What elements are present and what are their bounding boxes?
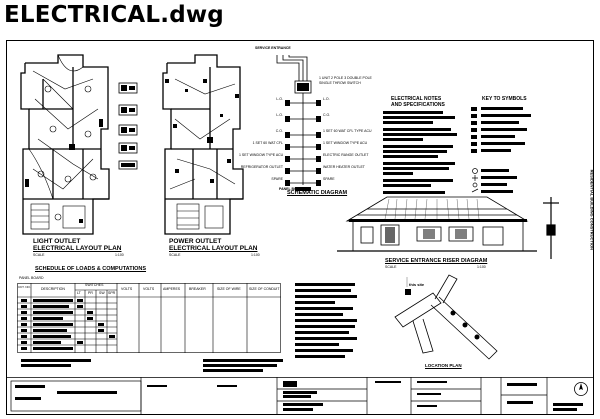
- schematic-left-label: SPARE: [271, 177, 283, 181]
- light-outlet-plan: [20, 54, 110, 235]
- schedule-table: CKT. NO. DESCRIPTION SWITCHES LT PR SW S…: [17, 283, 281, 353]
- plan-legend-boxes: [118, 82, 138, 170]
- schedule-header-volts-2: VOLTS: [143, 287, 155, 291]
- schematic-left-label: 1 SET WINDOW TYPE ACU: [239, 153, 284, 157]
- drawing-sheet: LIGHT OUTLET ELECTRICAL LAYOUT PLAN SCAL…: [6, 40, 594, 415]
- page-title: ELECTRICAL.dwg: [4, 2, 224, 28]
- schedule-sub-pr: PR: [88, 291, 93, 295]
- schedule-header-volts: VOLTS: [121, 287, 133, 291]
- location-site-label: this site: [409, 282, 425, 287]
- service-entrance-label: SERVICE ENTRANCE: [255, 46, 291, 50]
- schematic-top-label-1: 1 UNIT 2 POLE 3 DOUBLE POLE: [319, 76, 372, 80]
- power-plan-title-2: ELECTRICAL LAYOUT PLAN: [169, 245, 258, 252]
- light-plan-title-1: LIGHT OUTLET: [33, 238, 81, 245]
- sheet-side-label: RESIDENTIAL BUILDING CONSTRUCTION: [589, 169, 594, 250]
- location-plan: [394, 274, 498, 360]
- schematic-right-label: ELECTRIC RANGE OUTLET: [323, 153, 369, 157]
- title-block: [7, 377, 593, 414]
- schedule-header-conduit: SIZE OF CONDUIT: [249, 287, 280, 291]
- schedule-title: SCHEDULE OF LOADS & COMPUTATIONS: [35, 266, 147, 272]
- schematic-left-label: C.O.: [275, 129, 283, 133]
- riser-scale-value: 1:100: [477, 265, 486, 269]
- notes-title-1: ELECTRICAL NOTES: [391, 96, 442, 102]
- power-outlet-plan: [162, 54, 244, 235]
- power-plan-scale-value: 1:100: [251, 253, 260, 257]
- schedule-computations: [21, 359, 283, 372]
- light-plan-scale-value: 1:100: [115, 253, 124, 257]
- key-to-symbols: [471, 107, 531, 193]
- schedule-header-amperes: AMPERES: [163, 287, 181, 291]
- light-plan-title-2: ELECTRICAL LAYOUT PLAN: [33, 245, 122, 252]
- schematic-top-label-2: SINGLE THROW SWITCH: [319, 81, 361, 85]
- schematic-right-label: C.O.: [323, 113, 331, 117]
- power-plan-scale-label: SCALE: [169, 253, 181, 257]
- schematic-right-label: SPARE: [323, 177, 335, 181]
- schedule-sub-sw: SW: [99, 291, 105, 295]
- schedule-header-description: DESCRIPTION: [41, 287, 65, 291]
- schematic-diagram: [276, 55, 321, 191]
- schematic-left-label: REFRIGERATOR OUTLET: [240, 165, 283, 169]
- schematic-left-label: L.O.: [276, 113, 283, 117]
- schematic-right-label: 1 SET 60 WAT CFL TYPE ACU: [323, 129, 372, 133]
- schedule-header-breaker: BREAKER: [189, 287, 206, 291]
- panel-board-label: PANEL BOARD: [279, 187, 305, 191]
- schematic-right-label: 1 SET WINDOW TYPE ACU: [323, 141, 368, 145]
- schedule-sub-lt: LT: [77, 291, 81, 295]
- power-plan-title-1: POWER OUTLET: [169, 238, 222, 245]
- building-elevation: [337, 196, 537, 252]
- symbols-title: KEY TO SYMBOLS: [482, 96, 527, 102]
- electrical-notes-text: [383, 111, 457, 194]
- compass-icon: [574, 382, 588, 396]
- schematic-left-label: 1 SET 60 WAT CFL: [252, 141, 283, 145]
- notes-title-2: AND SPECIFICATIONS: [391, 102, 445, 108]
- schematic-right-label: WATER HEATER OUTLET: [323, 165, 365, 169]
- schedule-header-ckt: CKT. NO.: [18, 285, 31, 289]
- schematic-title: SCHEMATIC DIAGRAM: [287, 190, 348, 196]
- riser-title: SERVICE ENTRANCE RISER DIAGRAM: [385, 258, 488, 264]
- load-notes: [295, 283, 357, 358]
- schematic-right-label: L.O.: [323, 97, 330, 101]
- schedule-header-wire: SIZE OF WIRE: [217, 287, 241, 291]
- schedule-header-switches: SWITCHES: [85, 283, 104, 287]
- light-plan-scale-label: SCALE: [33, 253, 45, 257]
- schematic-left-label: L.O.: [276, 97, 283, 101]
- schedule-panel-label: PANEL BOARD: [19, 276, 44, 280]
- location-title: LOCATION PLAN: [425, 363, 462, 368]
- schedule-sub-spr: SPR: [108, 291, 116, 295]
- riser-scale-label: SCALE: [385, 265, 397, 269]
- service-riser-pole: [543, 197, 559, 259]
